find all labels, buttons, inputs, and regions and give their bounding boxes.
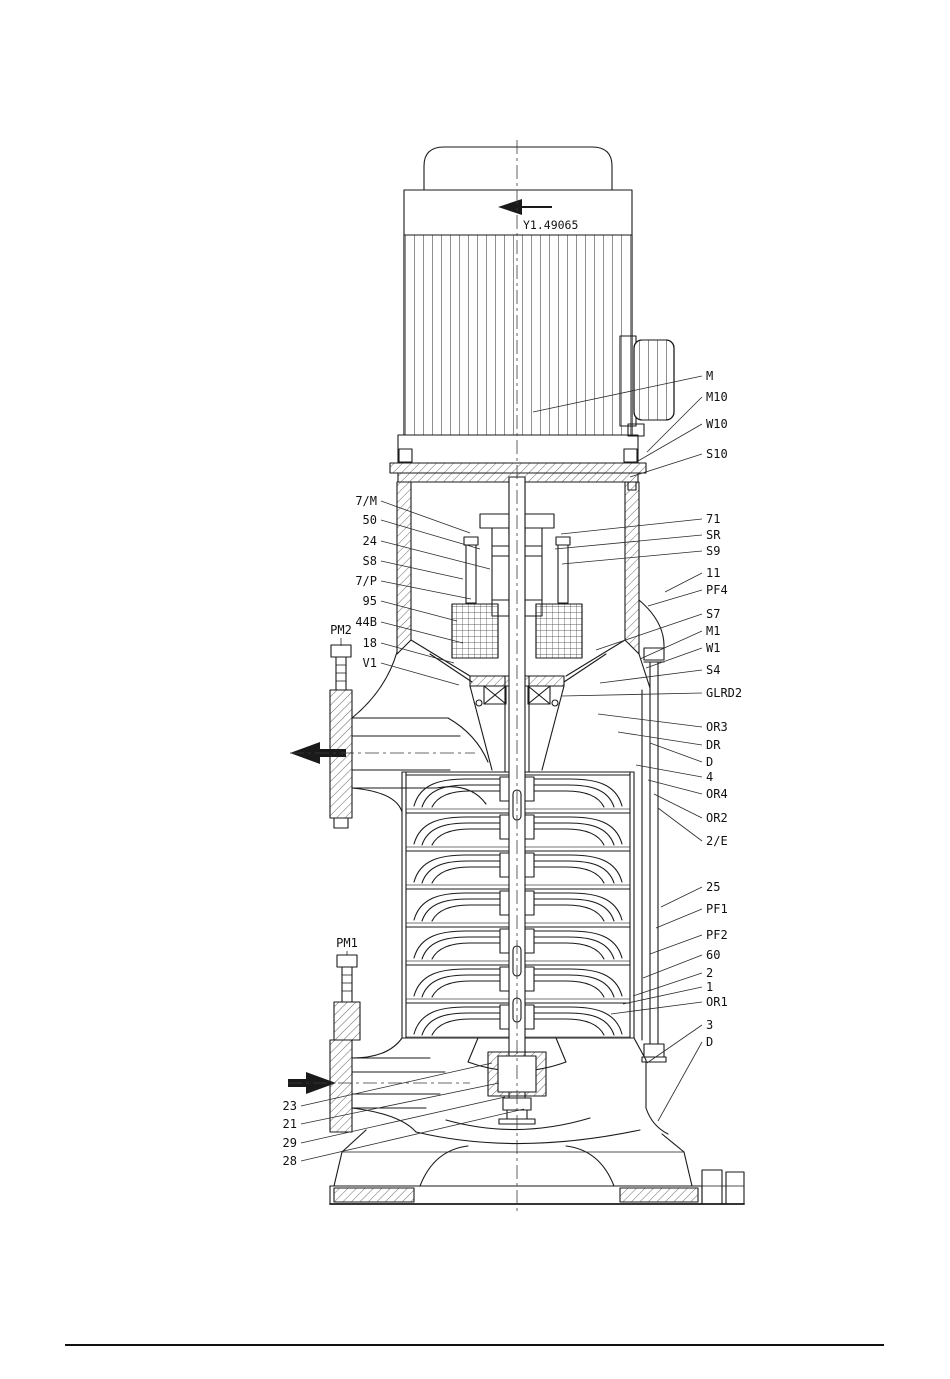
label-71: 71: [706, 512, 720, 526]
label-3: 3: [706, 1018, 713, 1032]
label-23: 23: [283, 1099, 297, 1113]
terminal-box: [619, 335, 675, 437]
label-pm1: PM1: [336, 936, 358, 950]
label-w1: W1: [706, 641, 720, 655]
label-pf4: PF4: [706, 583, 728, 597]
label-7m: 7/M: [355, 494, 377, 508]
label-7p: 7/P: [355, 574, 377, 588]
part-labels: M M10 W10 S10 71 SR S9 11 PF4 S7 M1 W1 S…: [283, 369, 743, 1168]
leader-lines: [300, 375, 703, 1162]
label-18: 18: [363, 636, 377, 650]
label-25: 25: [706, 880, 720, 894]
label-s10: S10: [706, 447, 728, 461]
label-m1: M1: [706, 624, 720, 638]
bottom-bearing: [487, 1051, 547, 1125]
label-pf2: PF2: [706, 928, 728, 942]
motor-stool: [396, 481, 665, 655]
label-or2: OR2: [706, 811, 728, 825]
label-2e: 2/E: [706, 834, 728, 848]
label-s7: S7: [706, 607, 720, 621]
label-m10: M10: [706, 390, 728, 404]
baseplate: [329, 1129, 745, 1205]
label-44b: 44B: [355, 615, 377, 629]
label-4: 4: [706, 770, 713, 784]
tie-rod: [641, 647, 667, 1063]
label-24: 24: [363, 534, 377, 548]
coupling-guard-mesh: [451, 603, 583, 659]
label-dr: DR: [706, 738, 721, 752]
suction-flow-arrow-icon: [288, 1072, 336, 1094]
pm2-plug: [330, 644, 352, 691]
label-28: 28: [283, 1154, 297, 1168]
label-sr: SR: [706, 528, 721, 542]
label-21: 21: [283, 1117, 297, 1131]
label-v1: V1: [363, 656, 377, 670]
label-95: 95: [363, 594, 377, 608]
rotation-ref-arrow-icon: [498, 199, 552, 215]
label-pf1: PF1: [706, 902, 728, 916]
centerlines: [288, 140, 518, 1215]
label-d-upper: D: [706, 755, 713, 769]
label-2: 2: [706, 966, 713, 980]
label-pm2: PM2: [330, 623, 352, 637]
label-29: 29: [283, 1136, 297, 1150]
drawing-ref-number: Y1.49065: [523, 218, 578, 232]
label-s4: S4: [706, 663, 720, 677]
label-w10: W10: [706, 417, 728, 431]
label-or4: OR4: [706, 787, 728, 801]
label-60: 60: [706, 948, 720, 962]
label-m: M: [706, 369, 713, 383]
label-s9: S9: [706, 544, 720, 558]
label-1: 1: [706, 980, 713, 994]
label-glrd2: GLRD2: [706, 686, 742, 700]
pm1-plug: [333, 954, 361, 1041]
label-11: 11: [706, 566, 720, 580]
label-d-lower: D: [706, 1035, 713, 1049]
electric-motor: [389, 146, 647, 491]
label-or3: OR3: [706, 720, 728, 734]
label-or1: OR1: [706, 995, 728, 1009]
label-50: 50: [363, 513, 377, 527]
label-s8: S8: [363, 554, 377, 568]
